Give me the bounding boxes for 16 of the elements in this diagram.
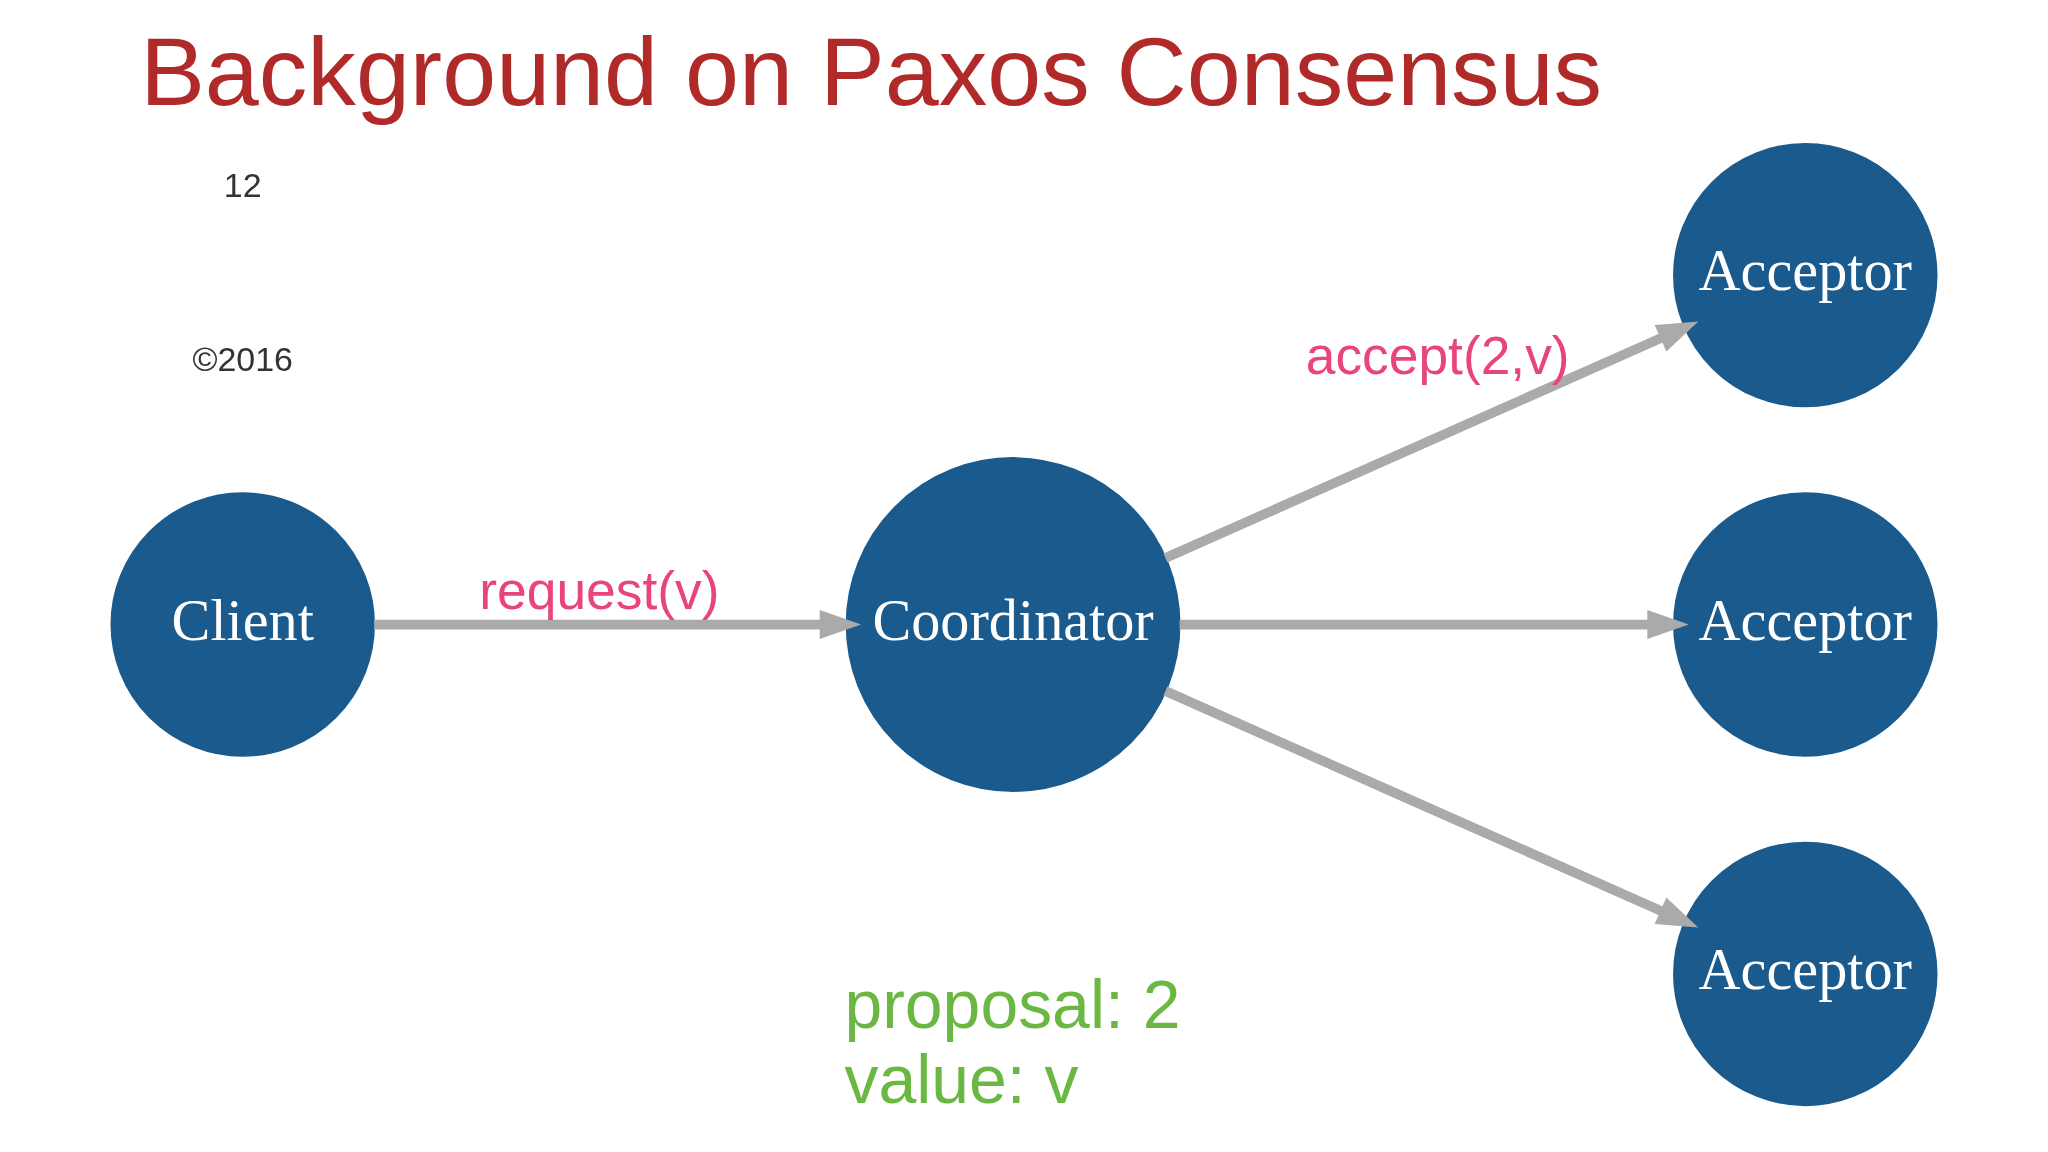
label: ©2016 <box>192 340 294 379</box>
label: 12 <box>223 165 262 204</box>
node-circle: Acceptor <box>1673 492 1938 757</box>
diagram-title: Background on Paxos Consensus <box>140 17 1603 127</box>
node-label: proposal: 2 <box>844 967 1181 1043</box>
node-circle: Acceptor <box>1673 841 1938 1107</box>
node-circle: Client <box>110 492 375 757</box>
arrow <box>1163 686 1699 928</box>
node-circle: Coordinator <box>845 457 1181 792</box>
edge-label: accept(2,v) <box>1305 325 1570 385</box>
node-circle: Acceptor <box>1673 142 1938 408</box>
edge-label: request(v) <box>479 561 720 620</box>
node-label: value: v <box>844 1042 1079 1118</box>
arrow <box>1163 321 1699 563</box>
arrow <box>374 610 862 639</box>
arrow <box>1179 610 1689 639</box>
